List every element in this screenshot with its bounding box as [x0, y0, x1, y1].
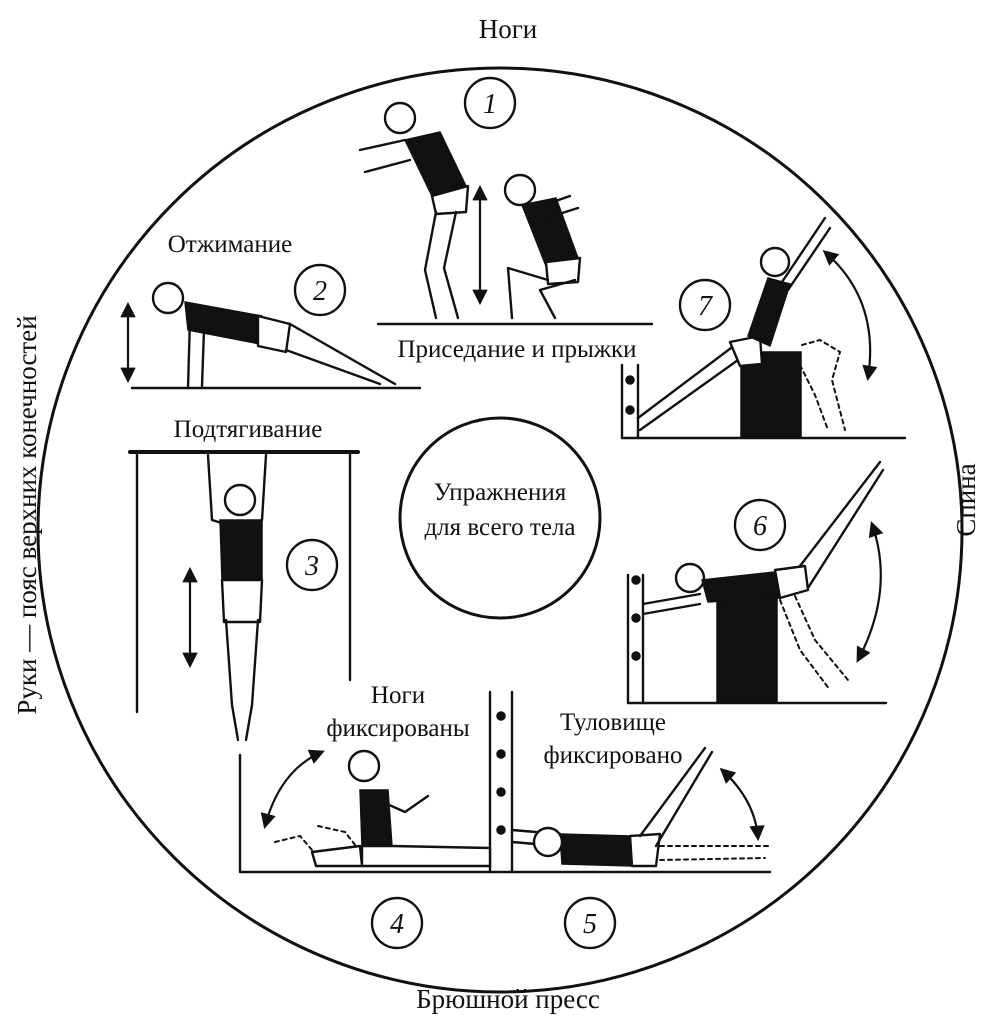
exercise-6-number-circle [733, 498, 787, 552]
exercise-3-number-circle [285, 538, 339, 592]
exercise-1-label: Приседание и прыжки [397, 336, 636, 363]
section-label-bottom: Брюшной пресс [416, 984, 600, 1014]
exercise-4-label-line-1: Ноги [371, 682, 425, 709]
exercise-7-number-circle [678, 278, 732, 332]
exercise-6-figure [626, 460, 888, 705]
section-label-top: Ноги [479, 14, 538, 44]
exercise-2-number-circle [293, 263, 347, 317]
exercise-5-label-line-1: Туловище [560, 709, 666, 736]
exercise-2-label: Отжимание [168, 231, 293, 258]
exercise-4-label-line-2: фиксированы [326, 715, 470, 742]
center-title-line-2: для всего тела [424, 514, 575, 541]
section-label-right: Спина [951, 463, 981, 536]
exercise-5-number-circle [563, 896, 617, 950]
center-title-line-1: Упражнения [434, 479, 567, 506]
exercise-7-figure [620, 216, 907, 440]
exercise-3-number: 3 [304, 551, 319, 582]
exercise-2-figure [120, 281, 422, 390]
exercise-6-number: 6 [753, 511, 767, 542]
outer-circle [36, 66, 964, 994]
center-circle [398, 416, 602, 620]
exercise-5-number: 5 [583, 909, 597, 940]
section-label-left: Руки — пояс верхних конечностей [12, 315, 42, 714]
exercise-2-number: 2 [313, 276, 327, 307]
exercise-1-figure [358, 101, 654, 326]
exercise-4-5-figure [238, 690, 772, 874]
exercise-5-label-line-2: фиксировано [543, 742, 682, 769]
exercise-4-number: 4 [390, 909, 404, 940]
exercise-1-number-circle [463, 76, 517, 130]
exercise-3-label: Подтягивание [174, 416, 323, 443]
exercise-4-number-circle [370, 896, 424, 950]
exercise-3-figure [128, 450, 360, 742]
exercise-1-number: 1 [483, 89, 497, 120]
exercise-7-number: 7 [698, 291, 713, 322]
